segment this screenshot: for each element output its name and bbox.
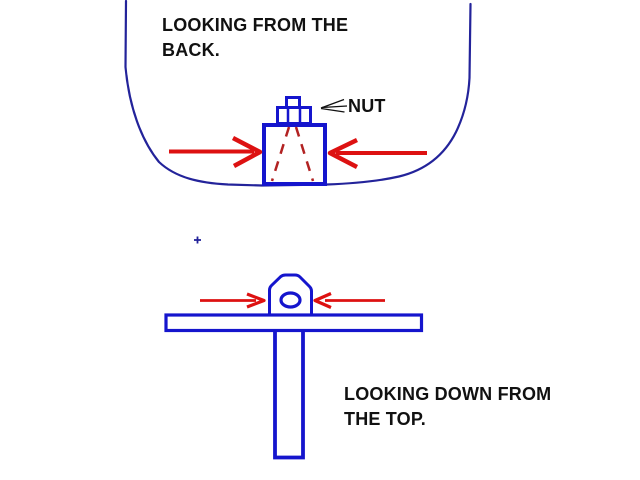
top-view-title-line1: LOOKING DOWN FROM xyxy=(344,384,552,404)
tab-hole xyxy=(279,291,302,309)
top-view-title-line2: THE TOP. xyxy=(344,409,426,429)
hull-outline-curve xyxy=(124,0,472,187)
top-view-title: LOOKING DOWN FROM THE TOP. xyxy=(344,382,551,432)
nut-label: NUT xyxy=(348,96,386,116)
back-view-title-line2: BACK. xyxy=(162,40,220,60)
hidden-line-right xyxy=(294,126,315,182)
hidden-line-left xyxy=(270,126,291,182)
stem-top-view xyxy=(273,332,305,460)
top-left-arrow-head xyxy=(246,292,266,309)
bracket-body-back xyxy=(262,123,327,186)
nut-pointer-shaft xyxy=(321,105,348,109)
nut-pointer-lower xyxy=(320,107,345,113)
top-right-arrow-head xyxy=(313,292,332,309)
back-left-arrow-head xyxy=(231,136,263,168)
crossbar-top-view xyxy=(164,313,424,333)
nut-pointer-upper xyxy=(320,98,345,109)
back-view-title-line1: LOOKING FROM THE xyxy=(162,15,349,35)
back-right-arrow-head xyxy=(327,137,359,169)
nut-body xyxy=(276,106,312,125)
back-view-title: LOOKING FROM THE BACK. xyxy=(162,13,348,63)
